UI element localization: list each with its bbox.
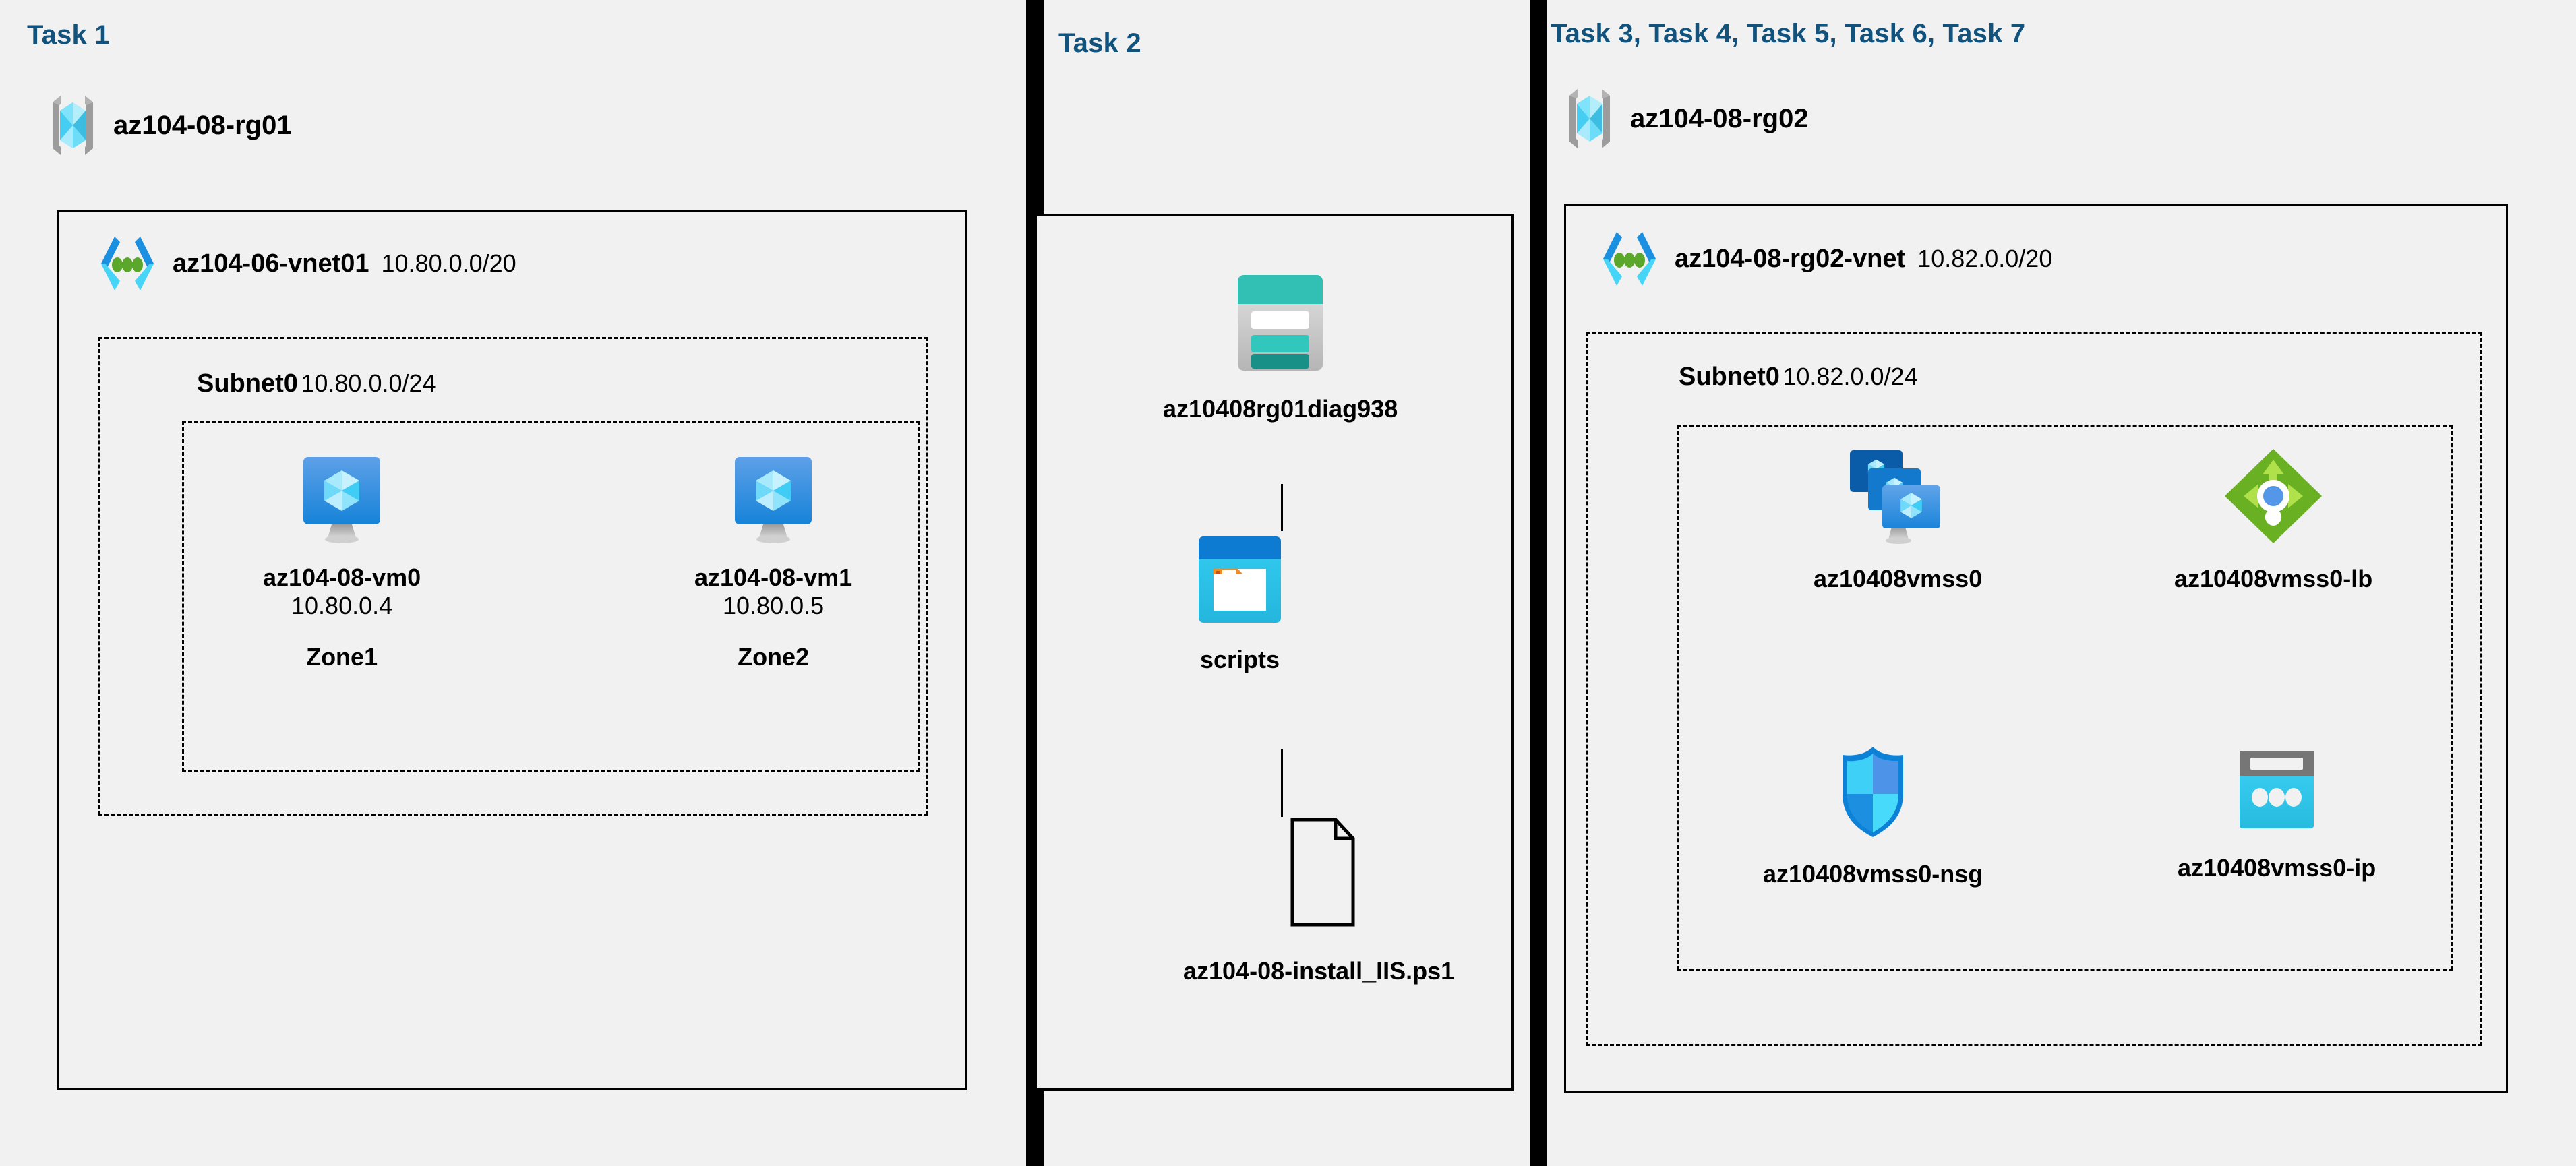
vnet-cidr-label: 10.80.0.0/20 bbox=[381, 249, 516, 277]
virtual-network-row-vnet02: az104-08-rg02-vnet 10.82.0.0/20 bbox=[1596, 228, 2052, 290]
resource-group-label: az104-08-rg01 bbox=[113, 110, 292, 140]
virtual-machine-icon bbox=[291, 452, 392, 546]
script-file-node: az104-08-install_IIS.ps1 bbox=[1183, 816, 1454, 985]
resource-group-rg01: az104-08-rg01 bbox=[47, 93, 292, 158]
network-security-group-icon bbox=[1830, 741, 1915, 842]
blob-container-node: scripts bbox=[1187, 532, 1293, 674]
network-security-group-node: az10408vmss0-nsg bbox=[1763, 741, 1983, 888]
resource-group-rg02: az104-08-rg02 bbox=[1564, 86, 1809, 151]
vnet-container-rg01 bbox=[57, 210, 967, 1090]
subnet-cidr: 10.80.0.0/24 bbox=[301, 369, 436, 397]
vm-scale-set-label: az10408vmss0 bbox=[1814, 565, 1983, 592]
blob-container-icon bbox=[1187, 532, 1293, 628]
vnet-container-rg02 bbox=[1564, 204, 2508, 1093]
vm-ip-label: 10.80.0.5 bbox=[723, 592, 825, 619]
public-ip-address-node: az10408vmss0-ip bbox=[2178, 745, 2376, 882]
task-1-heading: Task 1 bbox=[27, 20, 110, 50]
task-2-heading: Task 2 bbox=[1058, 28, 1141, 58]
virtual-network-icon bbox=[1596, 228, 1663, 290]
subnet-box-rg02 bbox=[1586, 332, 2482, 1046]
subnet-label-rg02: Subnet0 10.82.0.0/24 bbox=[1679, 363, 1918, 392]
vm-scale-set-icon bbox=[1840, 445, 1955, 547]
vm-zone-group-box bbox=[182, 421, 920, 772]
virtual-machine-node-vm0: az104-08-vm0 10.80.0.4 Zone1 bbox=[263, 452, 421, 671]
network-security-group-label: az10408vmss0-nsg bbox=[1763, 860, 1983, 888]
storage-account-icon bbox=[1220, 270, 1340, 377]
virtual-machine-node-vm1: az104-08-vm1 10.80.0.5 Zone2 bbox=[694, 452, 852, 671]
vm-zone-label: Zone2 bbox=[738, 643, 810, 671]
resource-group-icon bbox=[1564, 86, 1615, 151]
connector-container-to-file bbox=[1281, 749, 1283, 817]
vnet-cidr-label: 10.82.0.0/20 bbox=[1917, 245, 2053, 272]
script-file-icon bbox=[1269, 816, 1368, 930]
vm-name-label: az104-08-vm0 bbox=[263, 563, 421, 591]
vm-scale-set-node: az10408vmss0 bbox=[1814, 445, 1982, 593]
load-balancer-label: az10408vmss0-lb bbox=[2174, 565, 2373, 592]
connector-storage-to-container bbox=[1281, 484, 1283, 531]
vmss-resource-group-box bbox=[1677, 425, 2453, 971]
public-ip-address-label: az10408vmss0-ip bbox=[2178, 854, 2376, 882]
virtual-network-row-vnet01: az104-06-vnet01 10.80.0.0/20 bbox=[94, 233, 516, 295]
vm-zone-label: Zone1 bbox=[306, 643, 378, 671]
subnet-box-rg01 bbox=[98, 337, 928, 816]
script-file-label: az104-08-install_IIS.ps1 bbox=[1183, 957, 1455, 985]
panel-divider-2 bbox=[1530, 0, 1547, 1166]
subnet-name: Subnet0 bbox=[1679, 363, 1780, 391]
virtual-machine-icon bbox=[723, 452, 824, 546]
vm-ip-label: 10.80.0.4 bbox=[291, 592, 393, 619]
blob-container-label: scripts bbox=[1199, 646, 1280, 673]
load-balancer-icon bbox=[2219, 445, 2327, 547]
public-ip-address-icon bbox=[2227, 745, 2326, 836]
storage-account-label: az10408rg01diag938 bbox=[1163, 395, 1398, 423]
virtual-network-icon bbox=[94, 233, 160, 295]
load-balancer-node: az10408vmss0-lb bbox=[2174, 445, 2372, 593]
subnet-cidr: 10.82.0.0/24 bbox=[1783, 363, 1918, 390]
resource-group-label: az104-08-rg02 bbox=[1630, 103, 1809, 133]
vnet-name-label: az104-08-rg02-vnet bbox=[1675, 244, 1906, 273]
vm-name-label: az104-08-vm1 bbox=[694, 563, 853, 591]
vnet-name-label: az104-06-vnet01 bbox=[173, 249, 369, 278]
task-3-to-7-heading: Task 3, Task 4, Task 5, Task 6, Task 7 bbox=[1551, 19, 2026, 49]
resource-group-icon bbox=[47, 93, 98, 158]
subnet-label-rg01: Subnet0 10.80.0.0/24 bbox=[197, 369, 436, 398]
storage-account-node: az10408rg01diag938 bbox=[1163, 270, 1398, 423]
subnet-name: Subnet0 bbox=[197, 369, 298, 398]
